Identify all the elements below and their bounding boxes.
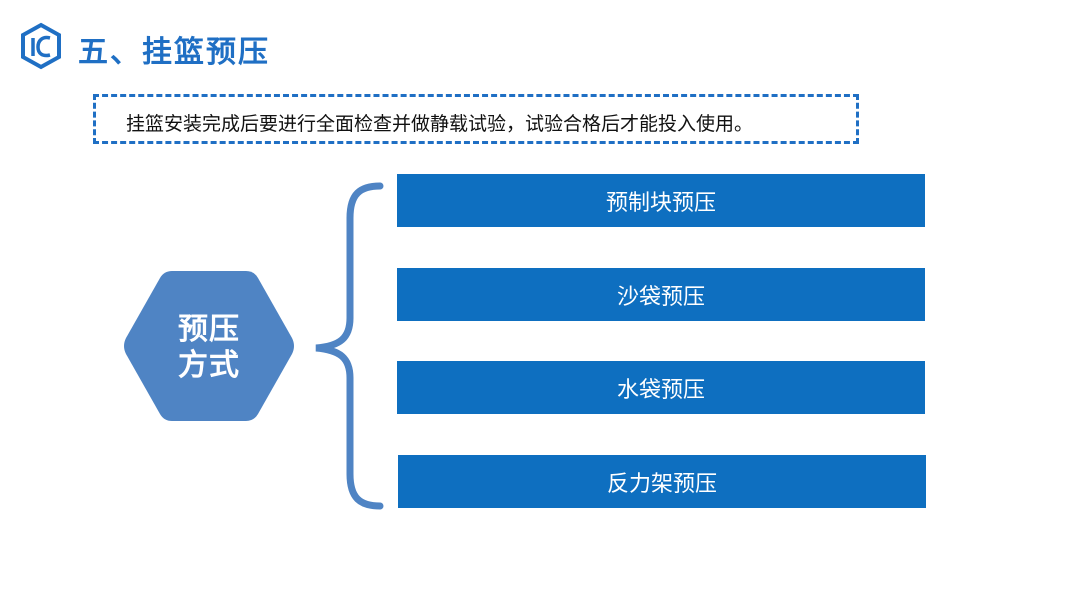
method-label: 沙袋预压 [616, 284, 705, 310]
company-logo-icon [21, 22, 61, 70]
curly-brace [315, 182, 384, 510]
center-label-line1: 预压 [178, 312, 240, 347]
method-box-sandbag: 沙袋预压 [397, 268, 925, 321]
method-box-waterbag: 水袋预压 [397, 361, 925, 414]
method-box-precast-block: 预制块预压 [397, 174, 925, 227]
notice-box: 挂篮安装完成后要进行全面检查并做静载试验，试验合格后才能投入使用。 [93, 94, 859, 144]
method-label: 水袋预压 [616, 377, 705, 403]
center-label-line2: 方式 [178, 348, 240, 383]
center-label: 预压 方式 [120, 312, 298, 384]
method-label: 反力架预压 [606, 471, 717, 497]
center-hexagon [124, 271, 294, 421]
method-box-reaction-frame: 反力架预压 [398, 455, 926, 508]
page-title: 五、挂篮预压 [78, 35, 270, 70]
notice-text: 挂篮安装完成后要进行全面检查并做静载试验，试验合格后才能投入使用。 [126, 113, 754, 135]
method-label: 预制块预压 [605, 190, 716, 216]
